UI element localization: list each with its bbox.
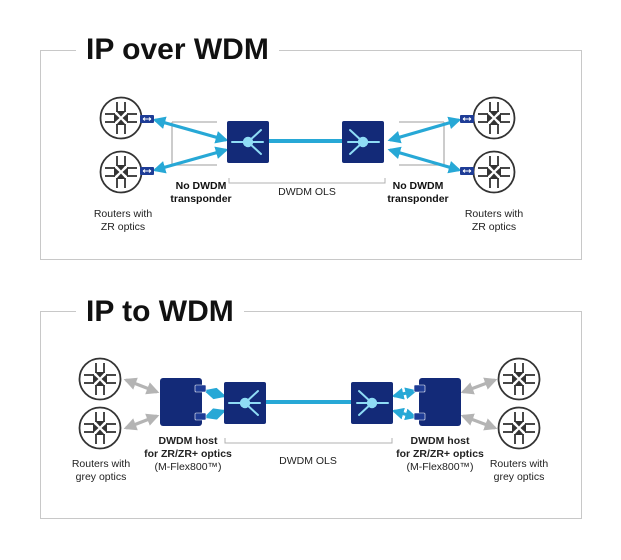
- optic-module-icon: [460, 167, 474, 175]
- optic-module-icon: [140, 115, 154, 123]
- grey-link-router-tl-host: [123, 377, 160, 395]
- roadm-node-icon: [227, 121, 269, 163]
- roadm-node-icon: [342, 121, 384, 163]
- dwdm-host-icon: [160, 378, 207, 426]
- optic-module-icon: [140, 167, 154, 175]
- link-router-tr-roadm: [387, 116, 462, 144]
- dwdm-ols-label-top: DWDM OLS: [278, 186, 336, 198]
- grey-link-router-bl-host: [123, 413, 160, 431]
- grey-link-router-br-host: [460, 413, 498, 431]
- routers-zr-label-right: Routers with ZR optics: [464, 208, 524, 233]
- no-transponder-label-left: No DWDM transponder: [170, 180, 232, 205]
- router-icon: [78, 406, 122, 450]
- link-router-tl-roadm: [152, 116, 229, 144]
- link-router-br-roadm: [387, 146, 462, 174]
- no-transponder-label-right: No DWDM transponder: [387, 180, 449, 205]
- grey-link-router-tr-host: [460, 377, 498, 395]
- roadm-node-icon: [351, 382, 393, 424]
- dwdm-host-label-left: DWDM host for ZR/ZR+ optics (M-Flex800™): [144, 435, 232, 473]
- router-icon: [497, 357, 541, 401]
- dwdm-host-icon: [413, 378, 461, 426]
- dwdm-host-label-right: DWDM host for ZR/ZR+ optics (M-Flex800™): [396, 435, 484, 473]
- ip-over-wdm-title: IP over WDM: [76, 32, 279, 68]
- link-host-left-roadm-top: [203, 387, 227, 400]
- router-icon: [497, 406, 541, 450]
- ols-bracket-bottom: [224, 438, 393, 444]
- dwdm-ols-label-bottom: DWDM OLS: [279, 455, 337, 467]
- routers-zr-label-left: Routers with ZR optics: [93, 208, 153, 233]
- optic-module-icon: [460, 115, 474, 123]
- router-icon: [472, 96, 516, 140]
- router-icon: [472, 150, 516, 194]
- link-host-right-roadm-top: [391, 387, 418, 400]
- link-router-bl-roadm: [152, 146, 229, 174]
- link-host-right-roadm-bottom: [391, 407, 418, 421]
- routers-grey-label-right: Routers with grey optics: [489, 458, 549, 483]
- ip-to-wdm-title: IP to WDM: [76, 294, 244, 330]
- link-host-left-roadm-bottom: [203, 408, 227, 420]
- router-icon: [99, 150, 143, 194]
- router-icon: [99, 96, 143, 140]
- roadm-node-icon: [224, 382, 266, 424]
- router-icon: [78, 357, 122, 401]
- routers-grey-label-left: Routers with grey optics: [71, 458, 131, 483]
- ols-bracket-top: [228, 178, 386, 184]
